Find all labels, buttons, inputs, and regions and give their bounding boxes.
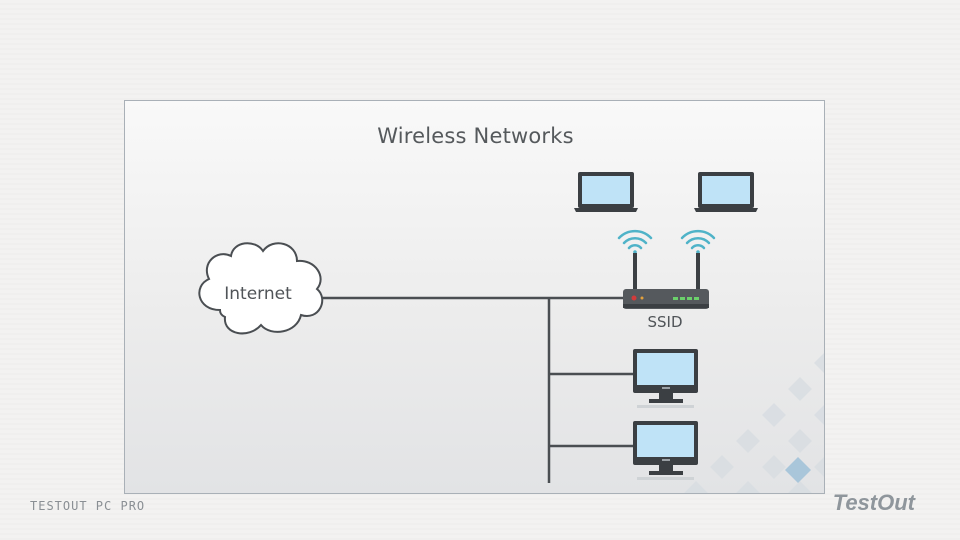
laptop-icon [694,172,758,212]
course-footer: TESTOUT PC PRO [30,499,146,513]
diagram-title: Wireless Networks [377,124,574,148]
decorative-diamond-pattern [684,353,824,493]
diagram-slide: Wireless Networks Internet SSID [124,100,825,494]
wireless-router-icon [623,253,709,309]
wifi-signal-icon [617,229,653,254]
highlight-diamond [785,457,811,483]
desktop-computer-icon [633,349,698,408]
testout-logo: TestOut [832,490,915,515]
ssid-label: SSID [647,313,683,331]
cloud-icon [198,242,324,335]
desktop-computer-icon [633,421,698,480]
wifi-signal-icon [680,229,716,254]
internet-label: Internet [224,284,292,304]
laptop-icon [574,172,638,212]
connection-lines [321,296,635,483]
network-diagram [198,172,824,493]
